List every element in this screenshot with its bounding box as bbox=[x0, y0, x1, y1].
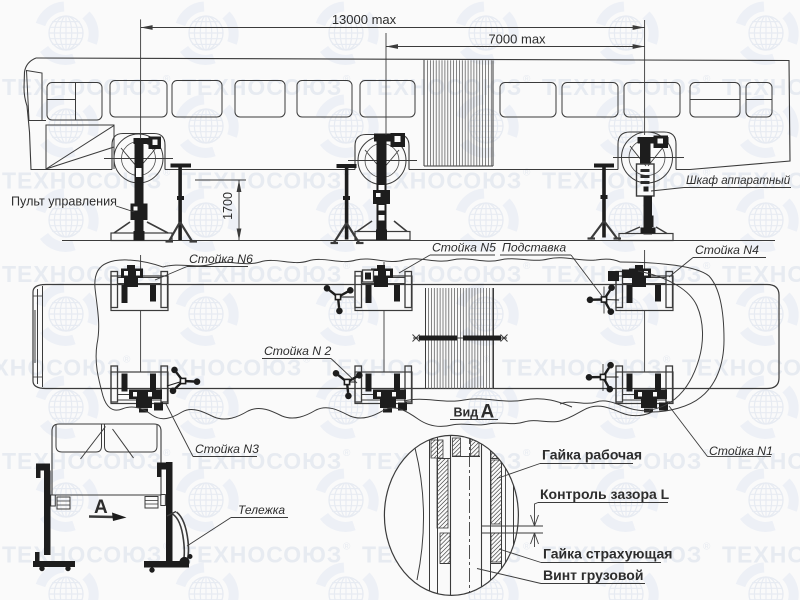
svg-text:ТЕХНОСОЮЗ: ТЕХНОСОЮЗ bbox=[502, 355, 662, 381]
svg-text:ТЕХНОСОЮЗ: ТЕХНОСОЮЗ bbox=[722, 74, 800, 100]
svg-text:ТЕХНОСОЮЗ: ТЕХНОСОЮЗ bbox=[542, 542, 702, 568]
svg-text:ТЕХНОСОЮЗ: ТЕХНОСОЮЗ bbox=[182, 448, 342, 474]
svg-text:Гайка рабочая: Гайка рабочая bbox=[542, 447, 642, 463]
svg-text:Стойка N6: Стойка N6 bbox=[189, 252, 253, 266]
svg-text:А: А bbox=[481, 402, 495, 423]
svg-text:Стойка N1: Стойка N1 bbox=[709, 444, 773, 458]
svg-text:7000 max: 7000 max bbox=[488, 32, 546, 47]
svg-text:ТЕХНОСОЮЗ: ТЕХНОСОЮЗ bbox=[722, 448, 800, 474]
svg-text:1700: 1700 bbox=[221, 192, 235, 220]
svg-text:Гайка страхующая: Гайка страхующая bbox=[543, 546, 672, 562]
svg-text:ТЕХНОСОЮЗ: ТЕХНОСОЮЗ bbox=[2, 542, 162, 568]
svg-text:®: ® bbox=[703, 542, 711, 553]
svg-text:ТЕХНОСОЮЗ: ТЕХНОСОЮЗ bbox=[2, 74, 162, 100]
svg-text:®: ® bbox=[163, 168, 171, 179]
svg-text:®: ® bbox=[523, 261, 531, 272]
svg-text:ТЕХНОСОЮЗ: ТЕХНОСОЮЗ bbox=[182, 542, 342, 568]
svg-text:®: ® bbox=[483, 355, 491, 366]
svg-text:®: ® bbox=[523, 168, 531, 179]
svg-text:®: ® bbox=[303, 355, 311, 366]
svg-text:®: ® bbox=[123, 355, 131, 366]
svg-text:ТЕХНОСОЮЗ: ТЕХНОСОЮЗ bbox=[322, 355, 482, 381]
svg-text:Стойка N4: Стойка N4 bbox=[695, 243, 759, 257]
svg-text:®: ® bbox=[343, 261, 351, 272]
svg-text:Стойка N5: Стойка N5 bbox=[432, 241, 496, 255]
svg-text:®: ® bbox=[663, 355, 671, 366]
svg-text:ТЕХНОСОЮЗ: ТЕХНОСОЮЗ bbox=[182, 168, 342, 194]
svg-text:®: ® bbox=[343, 74, 351, 85]
svg-text:®: ® bbox=[703, 448, 711, 459]
svg-text:®: ® bbox=[523, 74, 531, 85]
svg-text:Шкаф аппаратный: Шкаф аппаратный bbox=[686, 175, 791, 187]
svg-text:Пульт управления: Пульт управления bbox=[11, 195, 117, 209]
svg-text:ТЕХНОСОЮЗ: ТЕХНОСОЮЗ bbox=[362, 168, 522, 194]
svg-text:®: ® bbox=[703, 261, 711, 272]
svg-text:ТЕХНОСОЮЗ: ТЕХНОСОЮЗ bbox=[682, 355, 800, 381]
svg-text:Винт грузовой: Винт грузовой bbox=[543, 567, 643, 583]
svg-text:®: ® bbox=[523, 448, 531, 459]
svg-text:®: ® bbox=[163, 448, 171, 459]
svg-text:ТЕХНОСОЮЗ: ТЕХНОСОЮЗ bbox=[722, 168, 800, 194]
svg-text:Стойка N3: Стойка N3 bbox=[195, 442, 259, 456]
svg-text:®: ® bbox=[703, 74, 711, 85]
svg-text:Контроль зазора L: Контроль зазора L bbox=[540, 486, 670, 502]
svg-text:ТЕХНОСОЮЗ: ТЕХНОСОЮЗ bbox=[182, 74, 342, 100]
svg-text:®: ® bbox=[163, 74, 171, 85]
svg-text:ТЕХНОСОЮЗ: ТЕХНОСОЮЗ bbox=[0, 355, 122, 381]
svg-text:ТЕХНОСОЮЗ: ТЕХНОСОЮЗ bbox=[542, 74, 702, 100]
svg-text:Стойка N 2: Стойка N 2 bbox=[264, 344, 331, 358]
svg-text:Тележка: Тележка bbox=[238, 503, 285, 517]
svg-text:13000 max: 13000 max bbox=[332, 12, 397, 27]
svg-text:ТЕХНОСОЮЗ: ТЕХНОСОЮЗ bbox=[722, 542, 800, 568]
svg-text:®: ® bbox=[703, 168, 711, 179]
svg-text:А: А bbox=[94, 497, 108, 518]
svg-text:®: ® bbox=[343, 542, 351, 553]
svg-text:®: ® bbox=[343, 448, 351, 459]
svg-text:®: ® bbox=[523, 542, 531, 553]
svg-text:ТЕХНОСОЮЗ: ТЕХНОСОЮЗ bbox=[542, 448, 702, 474]
svg-text:Подставка: Подставка bbox=[502, 241, 566, 255]
svg-text:ТЕХНОСОЮЗ: ТЕХНОСОЮЗ bbox=[542, 168, 702, 194]
svg-text:ТЕХНОСОЮЗ: ТЕХНОСОЮЗ bbox=[722, 261, 800, 287]
svg-text:Вид: Вид bbox=[454, 406, 479, 420]
